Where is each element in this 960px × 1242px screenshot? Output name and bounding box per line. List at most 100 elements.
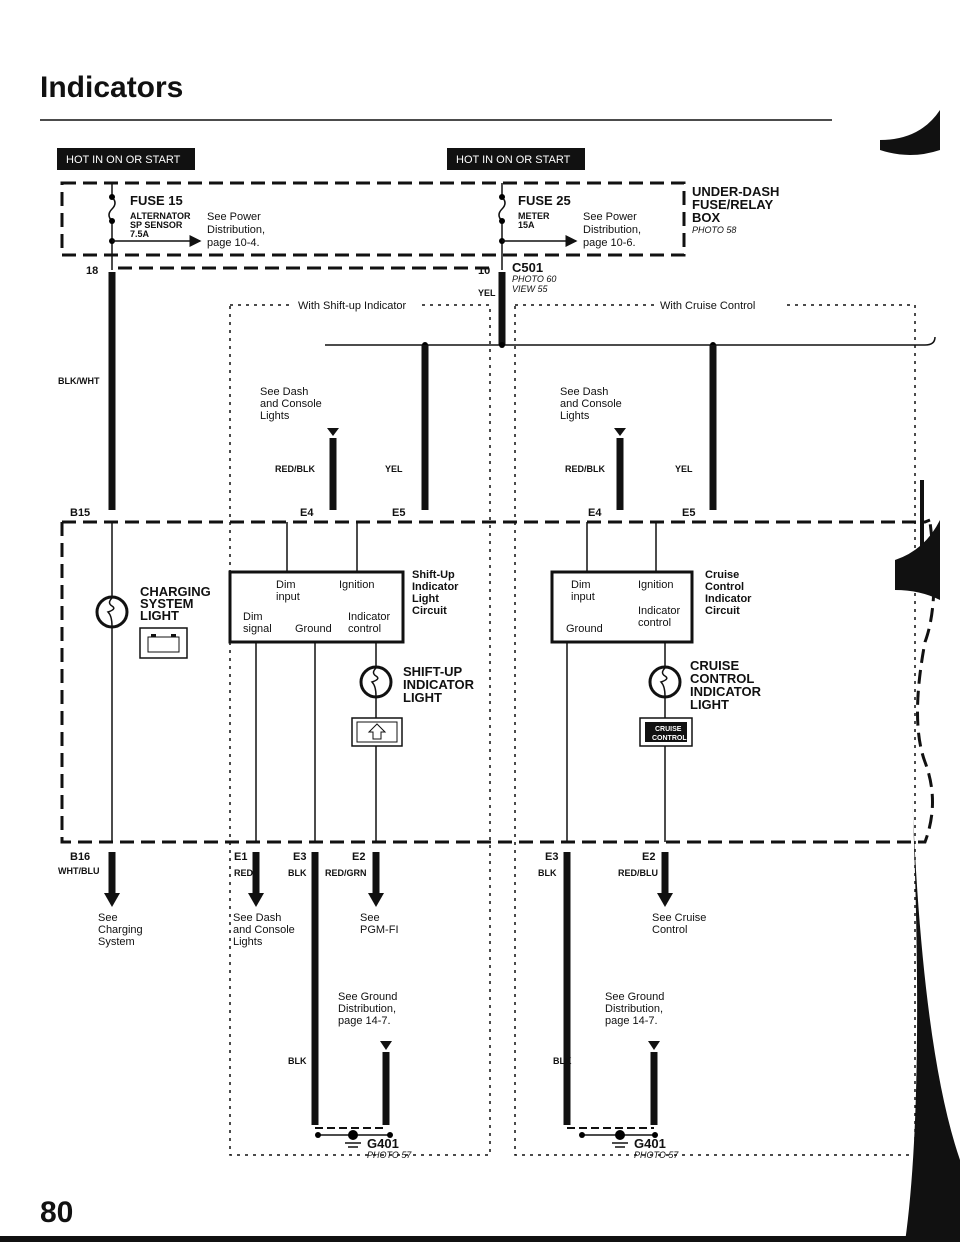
shift-up-indicator-light-label: SHIFT-UP INDICATOR LIGHT [403, 664, 475, 705]
svg-text:E3: E3 [293, 851, 306, 863]
svg-text:control: control [638, 617, 671, 629]
svg-text:Dim: Dim [276, 579, 296, 591]
svg-text:PHOTO 57: PHOTO 57 [367, 1150, 412, 1160]
svg-text:BLK: BLK [553, 1056, 572, 1066]
svg-text:Circuit: Circuit [705, 605, 740, 617]
svg-text:CRUISE: CRUISE [690, 658, 739, 673]
charging-bulb-icon [95, 595, 129, 629]
svg-text:See Dash: See Dash [560, 386, 608, 398]
svg-text:RED: RED [234, 868, 254, 878]
svg-text:INDICATOR: INDICATOR [403, 677, 475, 692]
svg-text:System: System [98, 936, 135, 948]
shift-up-circuit-label: Shift-Up Indicator Light Circuit [412, 569, 459, 617]
svg-text:BLK: BLK [538, 868, 557, 878]
svg-text:input: input [276, 591, 300, 603]
pin-e5-label: E5 [392, 507, 405, 519]
svg-text:CRUISE: CRUISE [655, 726, 682, 733]
svg-text:Indicator: Indicator [705, 593, 752, 605]
yel-bus [325, 336, 936, 346]
svg-text:and Console: and Console [233, 924, 295, 936]
svg-text:FUSE 25: FUSE 25 [518, 193, 571, 208]
pin-18-label: 18 [86, 265, 98, 277]
cruise-bulb-icon [648, 665, 682, 699]
svg-text:FUSE/RELAY: FUSE/RELAY [692, 197, 773, 212]
svg-text:15A: 15A [518, 220, 535, 230]
svg-text:BLK: BLK [288, 1056, 307, 1066]
svg-text:Ground: Ground [566, 623, 603, 635]
svg-text:and Console: and Console [560, 398, 622, 410]
svg-text:C501: C501 [512, 260, 543, 275]
svg-text:CHARGING: CHARGING [140, 584, 211, 599]
battery-icon [139, 627, 188, 659]
svg-text:Ground: Ground [295, 623, 332, 635]
svg-text:Indicator: Indicator [638, 605, 681, 617]
fuse-relay-box-outline [60, 181, 686, 257]
fuse-25: FUSE 25 METER 15A See Power Distribution… [498, 183, 641, 270]
svg-text:Dim: Dim [571, 579, 591, 591]
svg-text:Charging: Charging [98, 924, 143, 936]
svg-text:G401: G401 [634, 1136, 666, 1151]
svg-text:See Dash: See Dash [260, 386, 308, 398]
fuse-15: FUSE 15 ALTERNATOR SP SENSOR 7.5A See Po… [108, 183, 265, 270]
svg-text:ALTERNATOR: ALTERNATOR [130, 211, 191, 221]
svg-text:See Power: See Power [583, 211, 637, 223]
svg-text:CONTROL: CONTROL [690, 671, 754, 686]
svg-text:Control: Control [652, 924, 687, 936]
wire-label-yel: YEL [675, 464, 693, 474]
svg-text:and Console: and Console [260, 398, 322, 410]
svg-text:See Cruise: See Cruise [652, 912, 706, 924]
svg-text:See Power: See Power [207, 211, 261, 223]
svg-text:Lights: Lights [260, 410, 290, 422]
svg-text:See Dash: See Dash [233, 912, 281, 924]
svg-text:SYSTEM: SYSTEM [140, 596, 193, 611]
svg-text:Lights: Lights [560, 410, 590, 422]
wire-label-blk-wht: BLK/WHT [58, 376, 100, 386]
hot-badge-left: HOT IN ON OR START [57, 148, 195, 170]
pin-e4-label: E4 [300, 507, 314, 519]
svg-text:Control: Control [705, 581, 744, 593]
shift-up-indicator-module [228, 570, 405, 644]
svg-text:Light: Light [412, 593, 439, 605]
cruise-bottom: E3 E2 BLK RED/BLU See Cruise Control See… [538, 851, 706, 1160]
svg-text:LIGHT: LIGHT [403, 690, 442, 705]
wire-label-yel-main: YEL [478, 288, 496, 298]
svg-text:Distribution,: Distribution, [338, 1003, 396, 1015]
svg-text:signal: signal [243, 623, 272, 635]
cruise-section-title: With Cruise Control [660, 300, 755, 312]
svg-text:E2: E2 [352, 851, 365, 863]
svg-text:input: input [571, 591, 595, 603]
cruise-control-icon: CRUISE CONTROL [639, 717, 693, 747]
svg-text:page 10-6.: page 10-6. [583, 237, 636, 249]
charging-bottom: B16 WHT/BLU See Charging System [58, 851, 143, 948]
svg-text:See: See [98, 912, 118, 924]
svg-text:See Ground: See Ground [605, 991, 664, 1003]
svg-text:See: See [360, 912, 380, 924]
svg-text:Circuit: Circuit [412, 605, 447, 617]
cruise-control-indicator-light-label: CRUISE CONTROL INDICATOR LIGHT [690, 658, 762, 712]
svg-text:Distribution,: Distribution, [207, 224, 265, 236]
svg-text:B16: B16 [70, 851, 90, 863]
pin-e4-label: E4 [588, 507, 602, 519]
svg-text:Indicator: Indicator [348, 611, 391, 623]
svg-text:E2: E2 [642, 851, 655, 863]
svg-text:Cruise: Cruise [705, 569, 739, 581]
svg-text:Shift-Up: Shift-Up [412, 569, 455, 581]
svg-text:WHT/BLU: WHT/BLU [58, 866, 100, 876]
pin-10-label: 10 [478, 265, 490, 277]
svg-text:RED/BLU: RED/BLU [618, 868, 658, 878]
svg-text:SHIFT-UP: SHIFT-UP [403, 664, 463, 679]
page-title: Indicators [40, 71, 183, 104]
svg-text:BOX: BOX [692, 210, 721, 225]
svg-text:page 14-7.: page 14-7. [338, 1015, 391, 1027]
svg-text:HOT IN ON OR START: HOT IN ON OR START [456, 154, 571, 166]
pin-e5-label: E5 [682, 507, 695, 519]
svg-text:Ignition: Ignition [339, 579, 374, 591]
svg-text:Distribution,: Distribution, [605, 1003, 663, 1015]
svg-text:METER: METER [518, 211, 550, 221]
svg-text:LIGHT: LIGHT [690, 697, 729, 712]
gauge-assembly-outline [60, 518, 936, 844]
svg-text:CONTROL: CONTROL [652, 735, 687, 742]
svg-text:Ignition: Ignition [638, 579, 673, 591]
wire-label-red-blk: RED/BLK [275, 464, 315, 474]
svg-text:PHOTO 60: PHOTO 60 [512, 274, 556, 284]
